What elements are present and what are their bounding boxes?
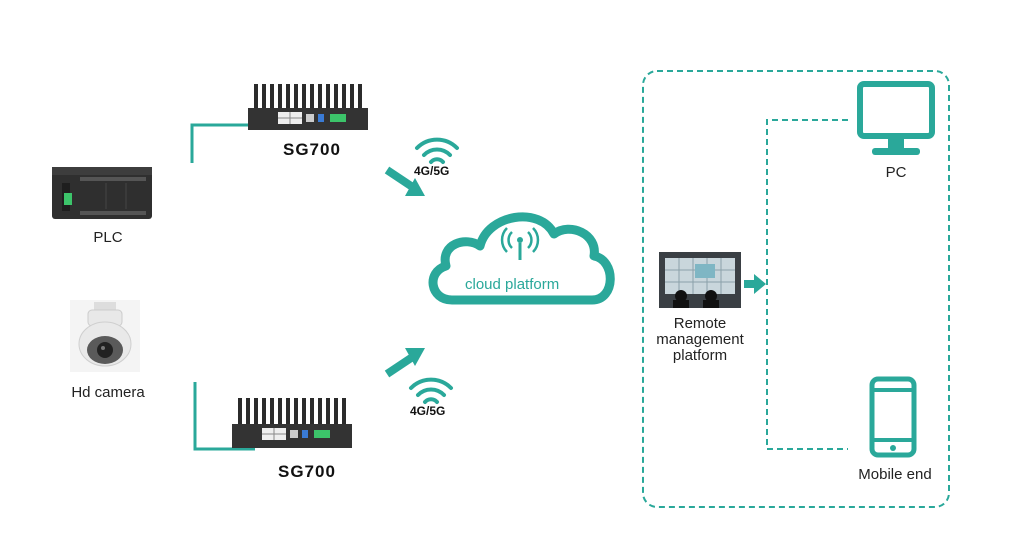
- camera-label: Hd camera: [71, 384, 145, 401]
- gateway-top-label: SG700: [283, 140, 341, 159]
- remote-label-line-3: platform: [672, 347, 728, 364]
- plc-to-gateway-line: [190, 123, 250, 163]
- pc-mobile-dashed-bracket: [766, 119, 848, 450]
- cloud-icon: [428, 212, 615, 305]
- smartphone-icon: [869, 376, 917, 458]
- network-bottom-label: 4G/5G: [410, 404, 446, 418]
- control-room-icon: [659, 252, 741, 308]
- plc-label: PLC: [93, 229, 123, 246]
- plc-controller-icon: [52, 167, 152, 219]
- arrow-right-icon: [744, 274, 766, 294]
- hd-camera-device: [70, 300, 140, 372]
- dome-camera-icon: [70, 300, 140, 372]
- network-top-label: 4G/5G: [414, 164, 450, 178]
- remote-platform-image: [659, 252, 741, 308]
- camera-to-gateway-line: [193, 382, 255, 451]
- arrow-bottom-icon: [384, 348, 425, 378]
- wifi-signal-icon: [409, 377, 453, 404]
- remote-label-line-1: Remote: [673, 315, 727, 332]
- gateway-top-device: [248, 80, 368, 132]
- arrow-top-icon: [384, 166, 425, 196]
- remote-label-line-2: management: [656, 331, 744, 348]
- gateway-bottom-label: SG700: [278, 462, 336, 481]
- client-group-dashed-box: [642, 70, 950, 508]
- wifi-signal-icon: [415, 137, 459, 164]
- industrial-router-icon: [248, 84, 368, 130]
- monitor-icon: [857, 81, 935, 155]
- mobile-label: Mobile end: [858, 466, 932, 483]
- antenna-signal-icon: [500, 227, 540, 260]
- pc-label: PC: [885, 164, 907, 181]
- gateway-bottom-device: [232, 394, 352, 450]
- industrial-router-icon: [232, 398, 352, 448]
- cloud-label: cloud platform: [465, 276, 560, 293]
- plc-device: [50, 163, 156, 221]
